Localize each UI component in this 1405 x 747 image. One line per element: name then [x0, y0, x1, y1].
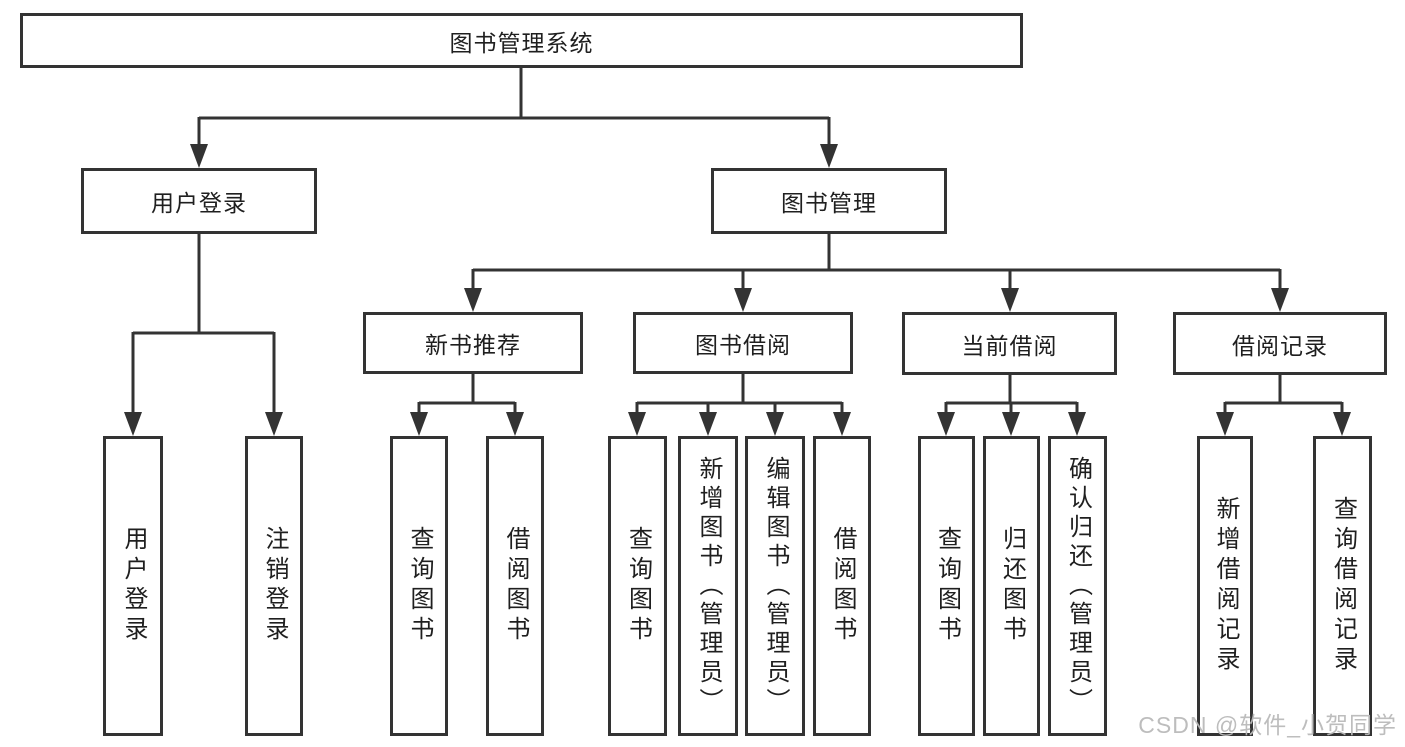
arrowhead-book-mgmt	[820, 144, 838, 168]
leaf-borrowing-borrow-books: 借阅图书	[813, 436, 871, 736]
leaf-newbooks-query-books-label: 查询图书	[406, 526, 433, 646]
leaf-newbooks-query-books: 查询图书	[390, 436, 448, 736]
arrowhead-records	[1271, 288, 1289, 312]
arrowhead-leaf-cb-query	[937, 412, 955, 436]
leaf-records-query-record: 查询借阅记录	[1313, 436, 1372, 736]
leaf-current-query-books: 查询图书	[918, 436, 975, 736]
leaf-borrowing-borrow-books-label: 借阅图书	[829, 526, 856, 646]
leaf-user-login: 用户登录	[103, 436, 163, 736]
arrowhead-leaf-bb-borrow	[833, 412, 851, 436]
leaf-current-confirm-return-admin-label: 确认归还（管理员）	[1064, 455, 1092, 717]
node-library-system: 图书管理系统	[20, 13, 1023, 68]
leaf-current-return-books-label: 归还图书	[998, 526, 1026, 646]
leaf-borrowing-add-books-admin: 新增图书（管理员）	[678, 436, 738, 736]
node-book-borrowing: 图书借阅	[633, 312, 853, 374]
node-user-login: 用户登录	[81, 168, 317, 234]
node-borrowing-records: 借阅记录	[1173, 312, 1387, 375]
csdn-watermark: CSDN @软件_小贺同学	[1138, 712, 1397, 738]
leaf-records-add-record: 新增借阅记录	[1197, 436, 1253, 736]
arrowhead-new-books	[464, 288, 482, 312]
leaf-current-return-books: 归还图书	[983, 436, 1040, 736]
node-new-book-recommend: 新书推荐	[363, 312, 583, 374]
leaf-newbooks-borrow-books: 借阅图书	[486, 436, 544, 736]
arrowhead-leaf-nb-query	[410, 412, 428, 436]
arrowhead-leaf-logout	[265, 412, 283, 436]
leaf-borrowing-edit-books-admin-label: 编辑图书（管理员）	[762, 455, 789, 717]
arrowhead-leaf-br-add	[1216, 412, 1234, 436]
leaf-logout-label: 注销登录	[261, 526, 288, 646]
node-book-management-label: 图书管理	[781, 190, 877, 216]
arrowhead-leaf-login	[124, 412, 142, 436]
node-current-borrowing-label: 当前借阅	[961, 332, 1058, 359]
leaf-logout: 注销登录	[245, 436, 303, 736]
node-book-management: 图书管理	[711, 168, 947, 234]
arrowhead-leaf-bb-edit	[766, 412, 784, 436]
leaf-borrowing-add-books-admin-label: 新增图书（管理员）	[695, 455, 722, 717]
node-user-login-label: 用户登录	[151, 190, 247, 216]
leaf-current-confirm-return-admin: 确认归还（管理员）	[1048, 436, 1107, 736]
leaf-records-add-record-label: 新增借阅记录	[1212, 496, 1239, 676]
arrowhead-leaf-bb-query	[628, 412, 646, 436]
node-library-system-label: 图书管理系统	[449, 29, 594, 56]
leaf-current-query-books-label: 查询图书	[933, 526, 961, 646]
arrowhead-leaf-nb-borrow	[506, 412, 524, 436]
leaf-user-login-label: 用户登录	[120, 526, 147, 646]
leaf-borrowing-query-books-label: 查询图书	[624, 526, 652, 646]
arrowhead-borrowing	[734, 288, 752, 312]
node-borrowing-records-label: 借阅记录	[1232, 332, 1328, 359]
arrowhead-leaf-br-query	[1333, 412, 1351, 436]
leaf-borrowing-edit-books-admin: 编辑图书（管理员）	[745, 436, 805, 736]
node-new-book-recommend-label: 新书推荐	[425, 332, 521, 358]
arrowhead-leaf-bb-add	[699, 412, 717, 436]
leaf-newbooks-borrow-books-label: 借阅图书	[502, 526, 529, 646]
node-book-borrowing-label: 图书借阅	[695, 332, 791, 358]
arrowhead-leaf-cb-return	[1002, 412, 1020, 436]
arrowhead-current	[1001, 288, 1019, 312]
leaf-records-query-record-label: 查询借阅记录	[1329, 496, 1357, 676]
arrowhead-leaf-cb-confirm	[1068, 412, 1086, 436]
node-current-borrowing: 当前借阅	[902, 312, 1117, 375]
leaf-borrowing-query-books: 查询图书	[608, 436, 667, 736]
arrowhead-user-login	[190, 144, 208, 168]
